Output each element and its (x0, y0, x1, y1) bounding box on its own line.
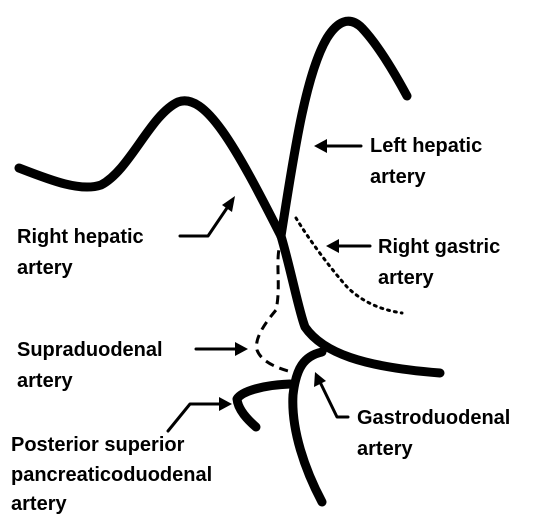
posterior-superior-pancreaticoduodenal-pointer (168, 404, 222, 431)
right-gastric-label-line-1: Right gastric (378, 236, 500, 258)
left-hepatic-label-line-2: artery (370, 166, 426, 188)
right-gastric-artery-vessel (296, 218, 402, 313)
left-hepatic-artery-label: Left hepatic artery (370, 135, 488, 188)
right-hepatic-artery-label: Right hepatic artery (17, 226, 149, 279)
gastroduodenal-pointer (320, 382, 348, 417)
right-gastric-artery-label: Right gastric artery (378, 236, 506, 289)
supraduodenal-label-line-2: artery (17, 370, 73, 392)
psp-label-line-2: pancreaticoduodenal (11, 464, 212, 486)
right-gastric-arrowhead (326, 239, 339, 253)
right-hepatic-label-line-2: artery (17, 257, 73, 279)
left-hepatic-label-line-1: Left hepatic (370, 135, 482, 157)
gastroduodenal-artery-label: Gastroduodenal artery (357, 407, 516, 460)
right-gastric-label-line-2: artery (378, 267, 434, 289)
right-hepatic-label-line-1: Right hepatic (17, 226, 144, 248)
right-hepatic-artery-vessel (19, 101, 281, 236)
right-hepatic-arrowhead (222, 196, 235, 212)
posterior-superior-pancreaticoduodenal-arrowhead (219, 397, 232, 411)
left-hepatic-artery-vessel (281, 21, 407, 236)
supraduodenal-arrowhead (235, 342, 248, 356)
gastroduodenal-label-line-2: artery (357, 438, 413, 460)
psp-label-line-3: artery (11, 493, 67, 515)
right-hepatic-pointer (180, 205, 229, 236)
supraduodenal-label-line-1: Supraduodenal (17, 339, 163, 361)
posterior-superior-pancreaticoduodenal-artery-vessel (237, 384, 290, 427)
posterior-superior-pancreaticoduodenal-artery-label: Posterior superior pancreaticoduodenal a… (11, 434, 218, 515)
supraduodenal-artery-label: Supraduodenal artery (17, 339, 168, 392)
gastroduodenal-label-line-1: Gastroduodenal (357, 407, 510, 429)
left-hepatic-arrowhead (314, 139, 327, 153)
psp-label-line-1: Posterior superior (11, 434, 185, 456)
